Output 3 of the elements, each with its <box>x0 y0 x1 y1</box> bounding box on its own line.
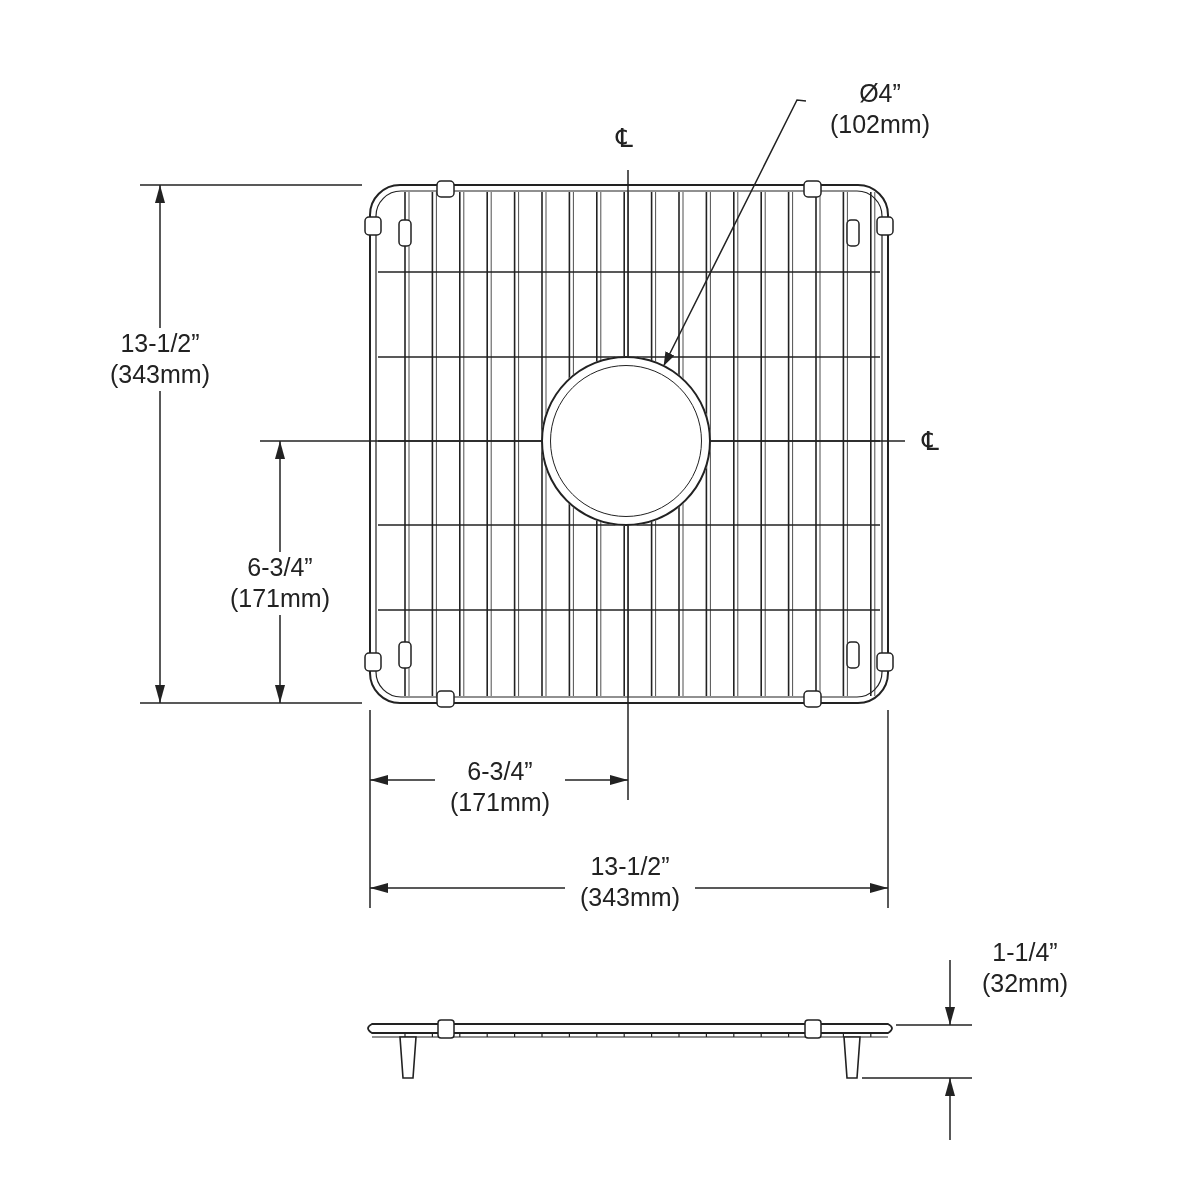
centerline-symbol: ℄ <box>616 125 633 151</box>
centerline-symbol: ℄ <box>922 428 939 454</box>
leader-line <box>663 99 807 366</box>
